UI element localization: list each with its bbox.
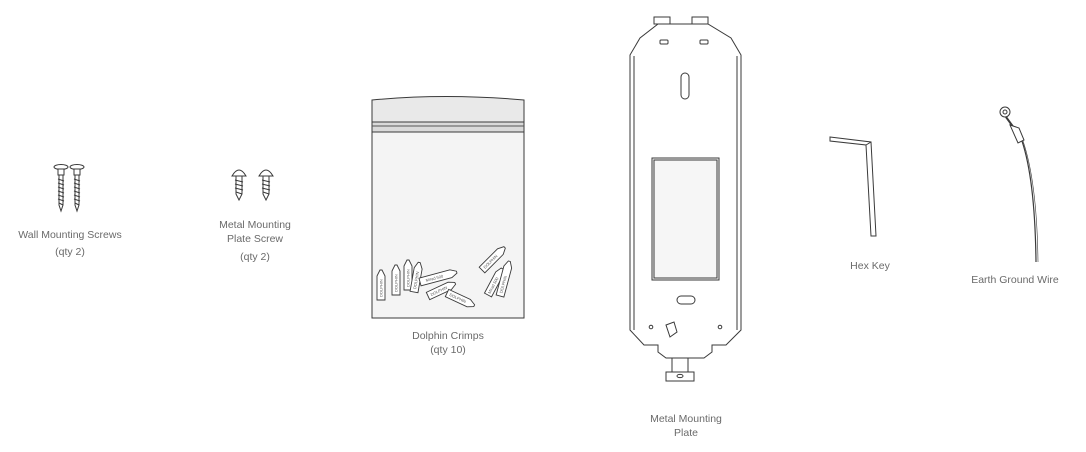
crimp-2: DOLPHIN [391,264,401,296]
wall-screw-1 [53,164,69,213]
plate-top-slot [680,72,690,100]
plate-screw-name-line1: Metal Mounting [219,219,291,231]
crimp-1: DOLPHIN [376,269,386,301]
label-earth-ground-wire: Earth Ground Wire [950,273,1080,287]
crimp-10: DOLPHIN [495,260,513,298]
hex-key-name: Hex Key [850,260,890,272]
metal-mounting-plate-illustration [629,16,742,382]
plate-screw-name-line2: Plate Screw [226,233,284,245]
plate-screws-illustration [231,169,274,202]
label-hex-key: Hex Key [815,259,925,273]
crimp-5: Mirad 500 [418,269,458,287]
dolphin-crimps-name: Dolphin Crimps [412,330,484,342]
plate-screw-qty: (qty 2) [240,251,270,263]
plate-screw-2 [258,169,274,202]
plate-screw-1 [231,169,247,202]
metal-mounting-plate-name-line2: Plate [674,427,698,439]
earth-ground-wire-name: Earth Ground Wire [971,274,1059,286]
hex-key-illustration [829,136,877,237]
wall-mounting-screws-qty: (qty 2) [55,246,85,258]
label-metal-mounting-plate: Metal Mounting Plate [616,412,756,440]
wall-mounting-screws-illustration [53,164,85,213]
label-metal-mounting-plate-screw: Metal Mounting Plate Screw (qty 2) [190,218,320,264]
dolphin-crimps-qty: (qty 10) [430,344,466,356]
crimp-10-label: DOLPHIN [498,275,507,294]
crimp-4: DOLPHIN [409,261,423,294]
plate-bottom-slot [676,295,696,305]
label-wall-mounting-screws: Wall Mounting Screws (qty 2) [0,228,140,259]
crimp-1-label: DOLPHIN [379,279,384,297]
label-dolphin-crimps: Dolphin Crimps (qty 10) [378,329,518,357]
crimp-5-label: Mirad 500 [425,273,444,283]
earth-ground-wire-illustration [999,106,1039,263]
ring-terminal [999,106,1011,118]
crimp-4-label: DOLPHIN [412,271,420,289]
wall-mounting-screws-name: Wall Mounting Screws [18,229,122,241]
crimp-3-label: DOLPHIN [406,269,411,287]
crimp-2-label: DOLPHIN [394,274,399,292]
plate-window [651,157,720,281]
metal-mounting-plate-name-line1: Metal Mounting [650,413,722,425]
wall-screw-2 [69,164,85,213]
